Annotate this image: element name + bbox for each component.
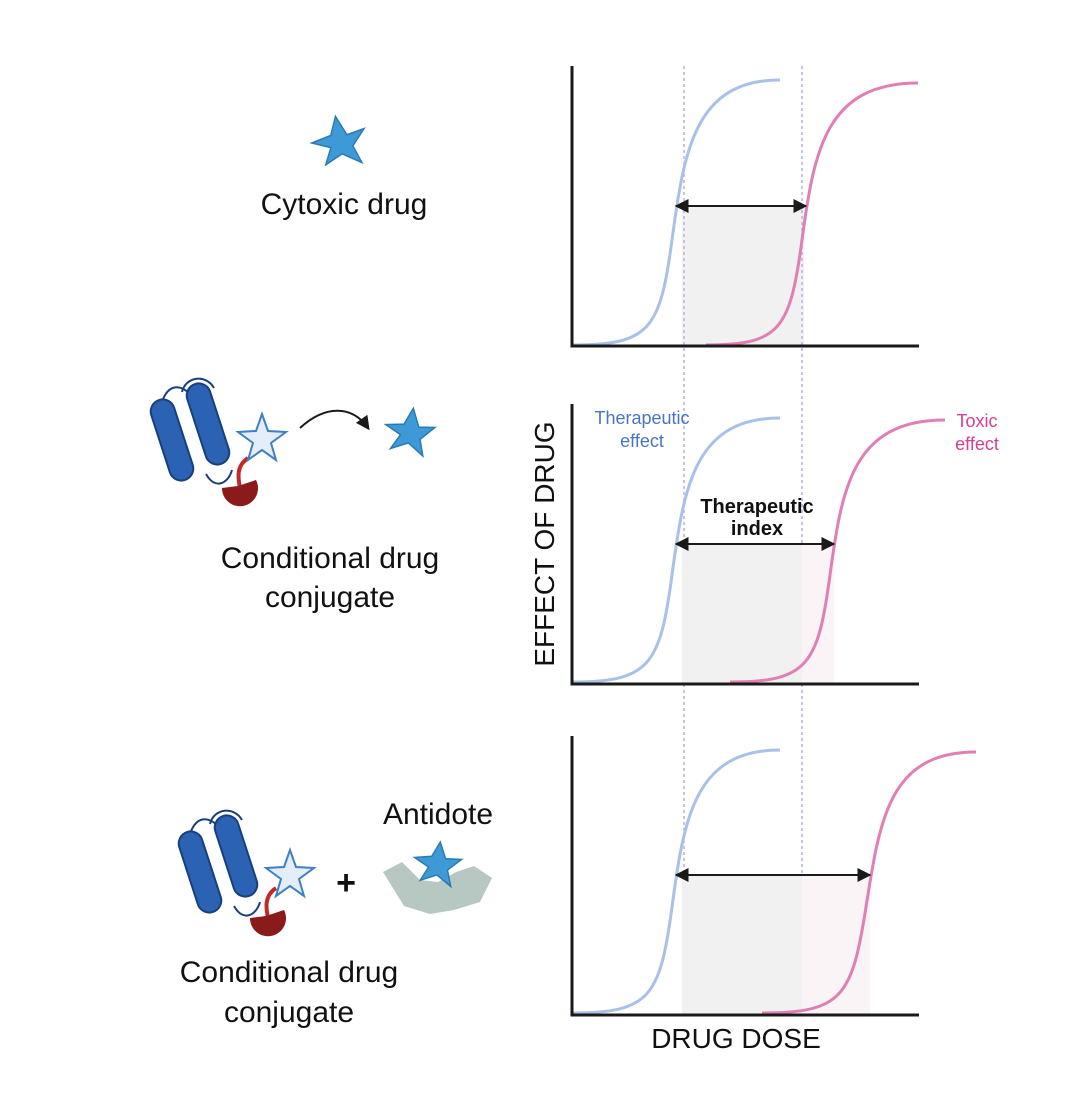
therapeutic-curve (571, 416, 781, 684)
protein-helix-icon (177, 809, 286, 937)
therapeutic-effect-label: Therapeutic (594, 408, 689, 428)
panel-cytotoxic: Cytoxic drug (261, 66, 919, 1015)
panel-conditional: Therapeutic effect Toxic effect Therapeu… (149, 377, 999, 686)
toxic-curve (729, 418, 946, 684)
star-icon (383, 406, 437, 459)
conditional-conjugate-label: Conditional drug (221, 542, 439, 575)
axes (570, 736, 919, 1017)
cytoxic-drug-label: Cytoxic drug (261, 188, 428, 221)
star-icon (309, 114, 366, 167)
therapeutic-index-label: Therapeutic (700, 496, 813, 518)
protein-helix-icon (149, 377, 258, 507)
arrow-icon (299, 409, 370, 431)
antidote-label: Antidote (383, 798, 493, 831)
overlap-shade (682, 875, 802, 1014)
therapeutic-curve (571, 748, 781, 1015)
therapeutic-curve (571, 78, 781, 347)
therapeutic-effect-label: effect (620, 431, 664, 451)
y-axis-label: EFFECT OF DRUG (529, 421, 560, 666)
panel-conditional-antidote: DRUG DOSE + Antidote Conditional drug co… (177, 736, 977, 1054)
star-icon (235, 410, 289, 463)
axes (570, 66, 919, 348)
therapeutic-index-label: index (731, 518, 783, 540)
conditional-conjugate-label: conjugate (224, 996, 354, 1029)
plus-sign: + (336, 864, 356, 902)
overlap-shade (682, 205, 804, 345)
x-axis-label: DRUG DOSE (651, 1023, 821, 1054)
toxic-curve (705, 81, 919, 347)
star-icon (263, 846, 317, 899)
axes (570, 404, 919, 686)
antidote-icon (383, 840, 492, 914)
conditional-conjugate-label: conjugate (265, 581, 395, 614)
toxic-curve (761, 750, 977, 1015)
conditional-conjugate-label: Conditional drug (180, 956, 398, 989)
toxic-effect-label: Toxic (956, 411, 997, 431)
toxic-effect-label: effect (955, 434, 999, 454)
